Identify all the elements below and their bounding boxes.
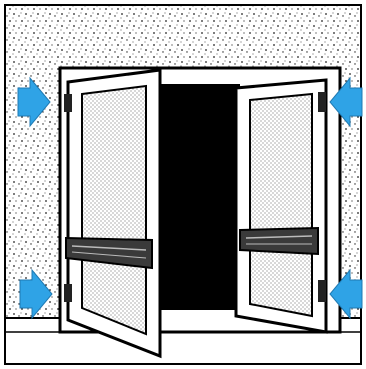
- right-door: [236, 80, 326, 332]
- left-bottom-hinge: [64, 284, 72, 302]
- opening-interior: [155, 84, 240, 310]
- left-top-hinge: [64, 94, 72, 112]
- right-door-handle: [240, 228, 318, 254]
- right-door-screen: [250, 94, 312, 316]
- left-door: [64, 70, 160, 356]
- right-bottom-hinge: [318, 280, 326, 302]
- right-top-hinge: [318, 92, 326, 112]
- left-door-screen: [82, 86, 146, 334]
